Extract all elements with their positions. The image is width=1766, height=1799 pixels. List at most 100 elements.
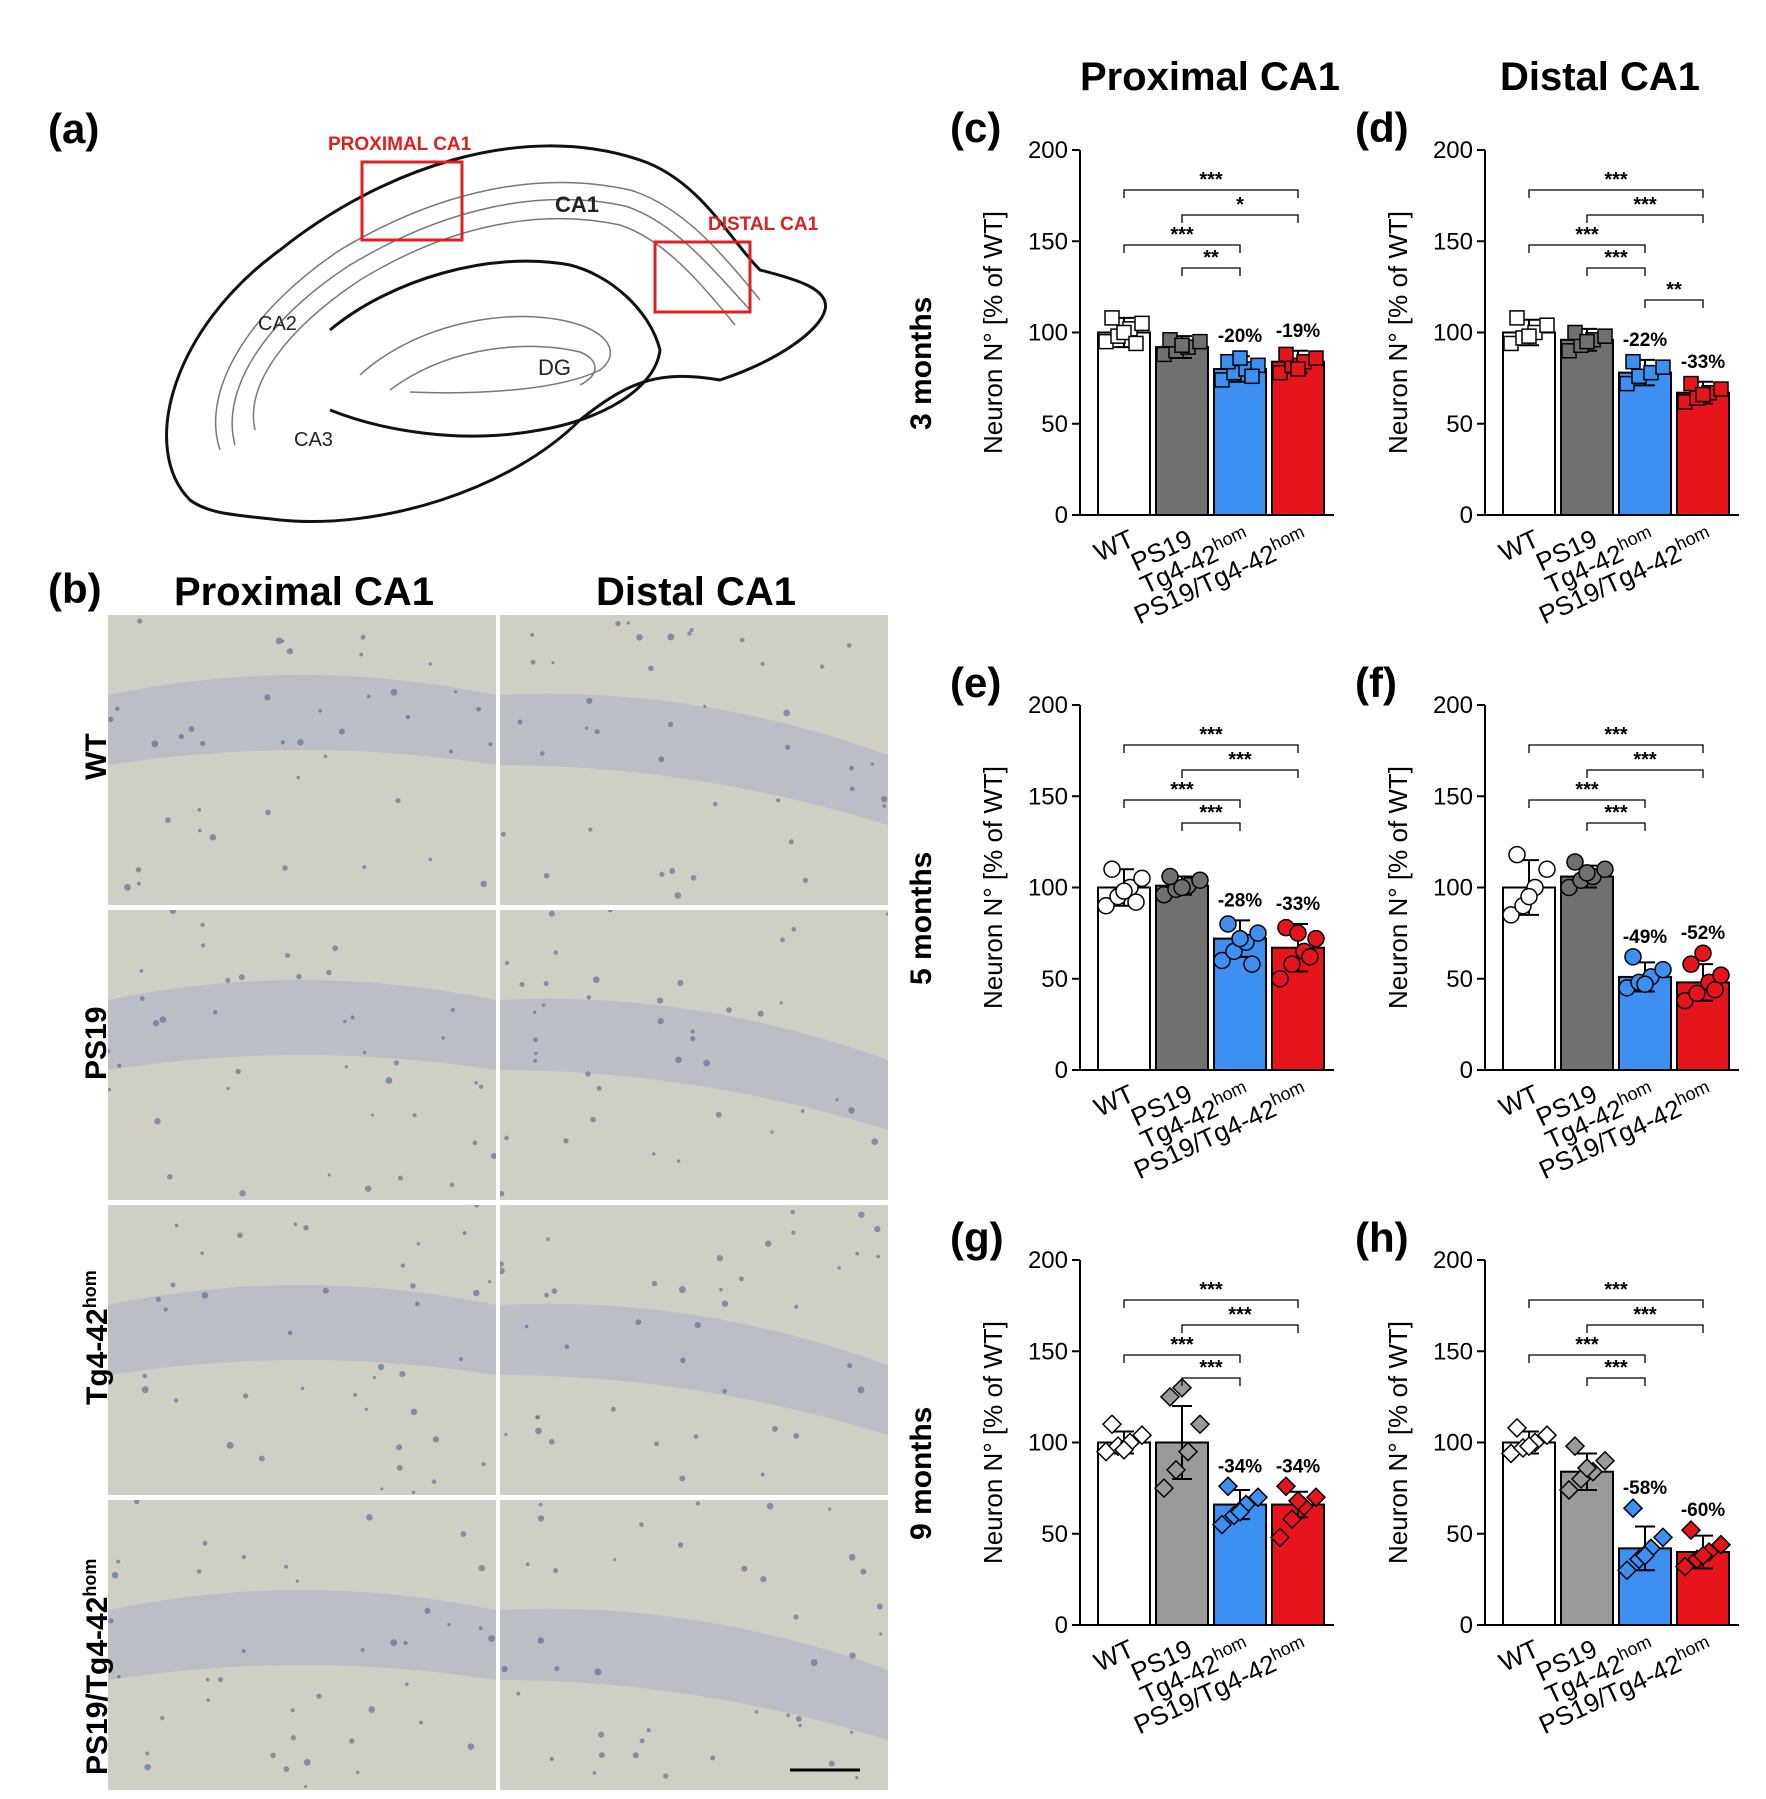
data-point bbox=[1243, 955, 1261, 973]
data-point bbox=[1217, 1476, 1239, 1497]
proximal-ca1-text: PROXIMAL CA1 bbox=[328, 134, 472, 155]
panel-label: (d) bbox=[1355, 104, 1409, 151]
data-point bbox=[1567, 324, 1583, 341]
data-point bbox=[1275, 1476, 1297, 1497]
micrograph-tile bbox=[500, 615, 888, 905]
data-point bbox=[1683, 375, 1699, 392]
percent-change-label: -22% bbox=[1623, 330, 1667, 351]
data-point bbox=[1695, 386, 1711, 403]
data-point bbox=[1305, 1487, 1327, 1508]
data-point bbox=[1558, 1479, 1580, 1501]
significance-bracket bbox=[1181, 214, 1299, 223]
y-tick-label: 200 bbox=[1028, 692, 1068, 719]
y-tick-label: 150 bbox=[1028, 228, 1068, 255]
percent-change-label: -60% bbox=[1681, 1500, 1725, 1521]
data-point bbox=[1133, 869, 1151, 888]
data-point bbox=[1231, 929, 1249, 948]
significance-bracket bbox=[1586, 769, 1704, 778]
data-point bbox=[1192, 333, 1208, 350]
y-tick-label: 50 bbox=[1446, 411, 1473, 438]
y-tick-label: 0 bbox=[1055, 502, 1068, 529]
data-point bbox=[1622, 1498, 1644, 1519]
data-point bbox=[1521, 328, 1537, 344]
data-point bbox=[1597, 328, 1613, 344]
significance-label: *** bbox=[1604, 1279, 1628, 1301]
panel-label: (e) bbox=[950, 659, 1001, 706]
micrograph-tile bbox=[108, 1500, 496, 1790]
data-point bbox=[1189, 1414, 1211, 1435]
y-tick-label: 100 bbox=[1028, 320, 1068, 347]
data-point bbox=[1161, 867, 1179, 886]
data-point bbox=[1097, 897, 1115, 915]
bar bbox=[1676, 391, 1730, 517]
y-tick-label: 50 bbox=[1446, 1521, 1473, 1548]
significance-label: ** bbox=[1666, 279, 1682, 301]
y-tick-label: 100 bbox=[1028, 875, 1068, 902]
percent-change-label: -34% bbox=[1218, 1456, 1262, 1477]
significance-bracket bbox=[1586, 1324, 1704, 1333]
significance-label: *** bbox=[1575, 1334, 1599, 1356]
significance-label: *** bbox=[1170, 224, 1194, 246]
significance-bracket bbox=[1586, 822, 1646, 831]
significance-bracket bbox=[1528, 1299, 1704, 1308]
data-point bbox=[1308, 350, 1324, 366]
data-point bbox=[1536, 1425, 1558, 1446]
bar bbox=[1502, 331, 1556, 516]
y-tick-label: 100 bbox=[1433, 875, 1473, 902]
y-tick-label: 100 bbox=[1433, 320, 1473, 347]
y-tick-label: 50 bbox=[1041, 966, 1068, 993]
data-point bbox=[1153, 1478, 1175, 1499]
significance-label: *** bbox=[1170, 1334, 1194, 1356]
significance-label: *** bbox=[1199, 169, 1223, 191]
significance-bracket bbox=[1586, 1377, 1646, 1386]
data-point bbox=[1283, 955, 1301, 973]
data-point bbox=[1520, 887, 1538, 906]
y-tick-label: 200 bbox=[1433, 692, 1473, 719]
significance-bracket bbox=[1528, 1354, 1646, 1363]
data-point bbox=[1289, 924, 1307, 942]
data-point bbox=[1624, 948, 1642, 966]
data-point bbox=[1502, 906, 1520, 924]
data-point bbox=[1654, 960, 1672, 979]
significance-label: *** bbox=[1604, 247, 1628, 269]
data-point bbox=[1508, 845, 1526, 864]
distal-ca1-text: DISTAL CA1 bbox=[708, 214, 819, 235]
significance-bracket bbox=[1528, 244, 1646, 253]
y-tick-label: 50 bbox=[1041, 411, 1068, 438]
significance-bracket bbox=[1644, 299, 1704, 308]
y-tick-label: 0 bbox=[1055, 1612, 1068, 1639]
dg-text: DG bbox=[538, 355, 571, 380]
data-point bbox=[1103, 860, 1121, 878]
bar bbox=[1097, 886, 1151, 1071]
y-tick-label: 0 bbox=[1460, 502, 1473, 529]
percent-change-label: -52% bbox=[1681, 923, 1725, 944]
micrograph-tile bbox=[108, 615, 496, 905]
data-point bbox=[1706, 980, 1724, 999]
y-tick-label: 150 bbox=[1028, 783, 1068, 810]
data-point bbox=[1116, 324, 1132, 341]
data-point bbox=[1539, 317, 1555, 333]
percent-change-label: -58% bbox=[1623, 1478, 1667, 1499]
y-tick-label: 200 bbox=[1433, 1247, 1473, 1274]
panel-a-label: (a) bbox=[48, 105, 100, 152]
significance-bracket bbox=[1123, 1299, 1299, 1308]
bar bbox=[1155, 346, 1209, 516]
data-point bbox=[1578, 864, 1596, 882]
y-axis-label: Neuron N° [% of WT] bbox=[978, 1321, 1008, 1564]
y-tick-label: 150 bbox=[1433, 783, 1473, 810]
significance-bracket bbox=[1123, 244, 1241, 253]
significance-label: *** bbox=[1170, 779, 1194, 801]
bar bbox=[1213, 368, 1267, 516]
data-point bbox=[1127, 893, 1145, 911]
data-point bbox=[1712, 966, 1730, 984]
percent-change-label: -20% bbox=[1218, 326, 1262, 347]
bar bbox=[1560, 338, 1614, 516]
data-point bbox=[1104, 310, 1120, 326]
y-tick-label: 0 bbox=[1460, 1612, 1473, 1639]
data-point bbox=[1652, 1527, 1674, 1548]
